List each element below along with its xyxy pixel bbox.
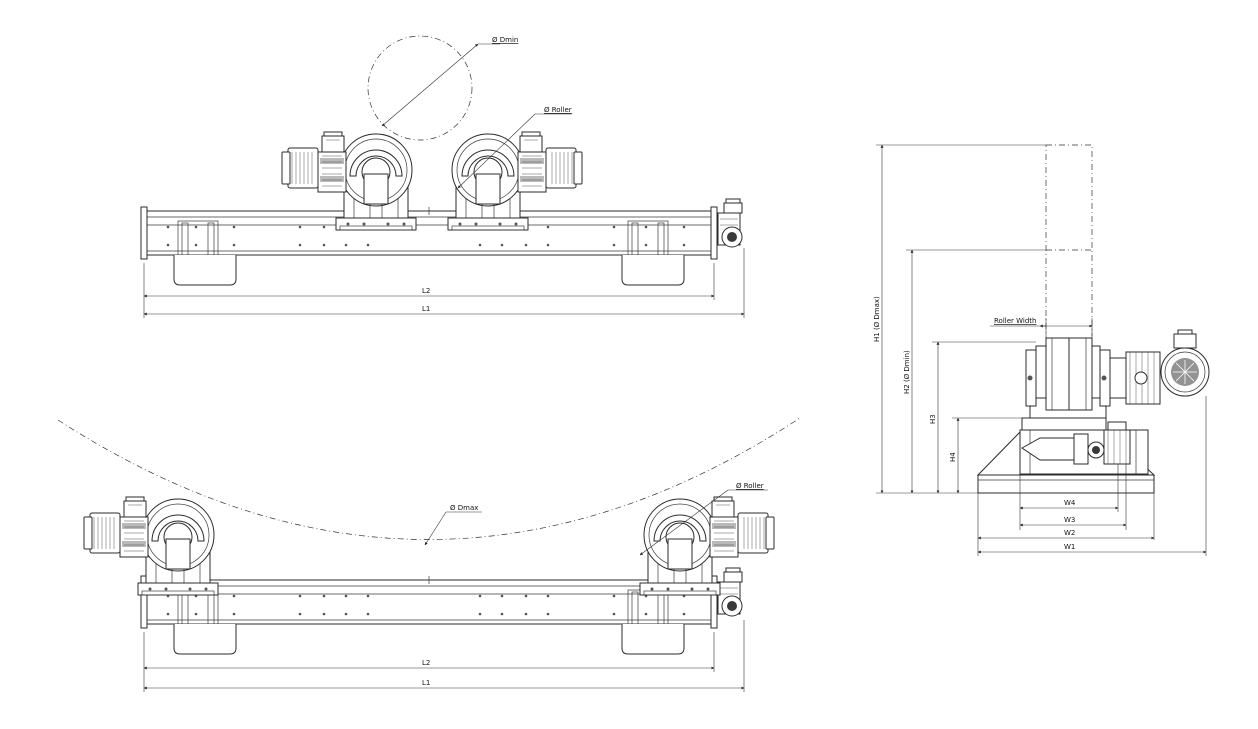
h4-label: H4 <box>949 452 957 462</box>
w4-label: W4 <box>1064 499 1076 507</box>
h2-label: H2 (Ø Dmin) <box>903 350 911 394</box>
front-view-min-diameter: Ø Dmin Ø Roller L2 L1 <box>140 35 745 318</box>
d-max-label: Ø Dmax <box>450 504 478 512</box>
h3-label: H3 <box>929 414 937 424</box>
l2-bottom-label: L2 <box>422 659 430 667</box>
w1-label: W1 <box>1064 543 1075 551</box>
l1-bottom-label: L1 <box>422 679 430 687</box>
roller-top-label: Ø Roller <box>544 106 572 114</box>
d-min-label: Ø Dmin <box>492 36 518 44</box>
side-view: Roller Width H1 (Ø Dmax) H2 (Ø Dmin) H3 … <box>873 144 1210 556</box>
l1-top-label: L1 <box>422 305 430 313</box>
roller-bottom-label: Ø Roller <box>736 482 764 490</box>
h1-label: H1 (Ø Dmax) <box>873 296 881 342</box>
roller-width-label: Roller Width <box>994 317 1036 325</box>
max-workpiece-arc <box>57 417 801 540</box>
w3-label: W3 <box>1064 516 1075 524</box>
l2-top-label: L2 <box>422 287 430 295</box>
w2-label: W2 <box>1064 529 1075 537</box>
front-view-max-diameter: Ø Dmax Ø Roller L2 L1 <box>57 417 801 692</box>
